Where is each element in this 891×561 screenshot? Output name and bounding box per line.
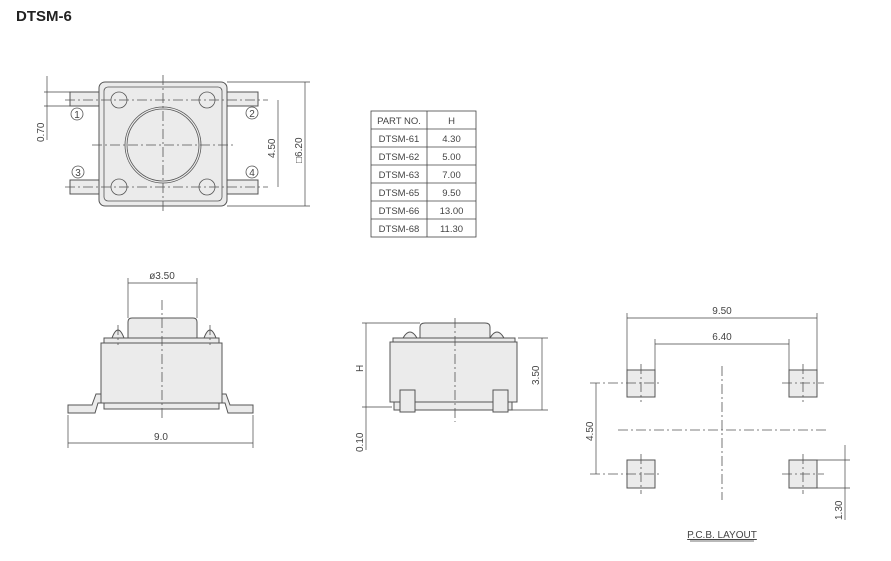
side-view: ø3.50 9.0	[67, 271, 254, 448]
dim-inner: 6.40	[712, 332, 732, 343]
table-cell: 5.00	[442, 152, 461, 163]
table-cell: 4.30	[442, 134, 461, 145]
pin-label-3: 3	[75, 168, 81, 179]
dim-cap-diameter: ø3.50	[149, 271, 175, 282]
dim-body-height: 3.50	[531, 365, 542, 385]
table-cell: 9.50	[442, 188, 461, 199]
pin-label-2: 2	[249, 109, 255, 120]
dim-pad: 1.30	[834, 500, 845, 520]
table-cell: DTSM-65	[379, 188, 420, 199]
table-header: H	[448, 116, 455, 127]
dim-h: H	[355, 365, 366, 372]
table-frame	[370, 110, 477, 238]
dim-lead-width: 0.70	[36, 122, 47, 142]
side-body	[100, 342, 223, 404]
pin-label-1: 1	[74, 110, 80, 121]
actuator-cap	[127, 317, 198, 344]
top-view: 1 2 3 4 0.70 4.50 □6.20	[36, 75, 310, 214]
table-cell: DTSM-68	[379, 224, 420, 235]
table-header: PART NO.	[377, 116, 421, 127]
table-cell: 7.00	[442, 170, 461, 181]
table-cell: 13.00	[440, 206, 464, 217]
lead-2	[225, 91, 259, 107]
pin-label-4: 4	[249, 168, 255, 179]
end-view: H 0.10 3.50	[355, 318, 548, 452]
dim-body-size: □6.20	[294, 137, 305, 163]
dim-pitch: 4.50	[585, 421, 596, 441]
dim-pin-pitch: 4.50	[267, 138, 278, 158]
pcb-layout: 9.50 6.40 4.50 1.30 P.C.B. LAYOUT	[585, 306, 850, 542]
pcb-caption: P.C.B. LAYOUT	[687, 530, 757, 541]
drawing-title: DTSM-6	[16, 8, 72, 25]
table-cell: DTSM-61	[379, 134, 420, 145]
table-cell: 11.30	[440, 224, 463, 235]
lead-1	[69, 91, 101, 107]
dim-length: 9.0	[154, 432, 168, 443]
dim-standoff: 0.10	[355, 432, 366, 452]
table-cell: DTSM-66	[379, 206, 420, 217]
table-cell: DTSM-62	[379, 152, 420, 163]
table-cell: DTSM-63	[379, 170, 420, 181]
dim-outer: 9.50	[712, 306, 732, 317]
